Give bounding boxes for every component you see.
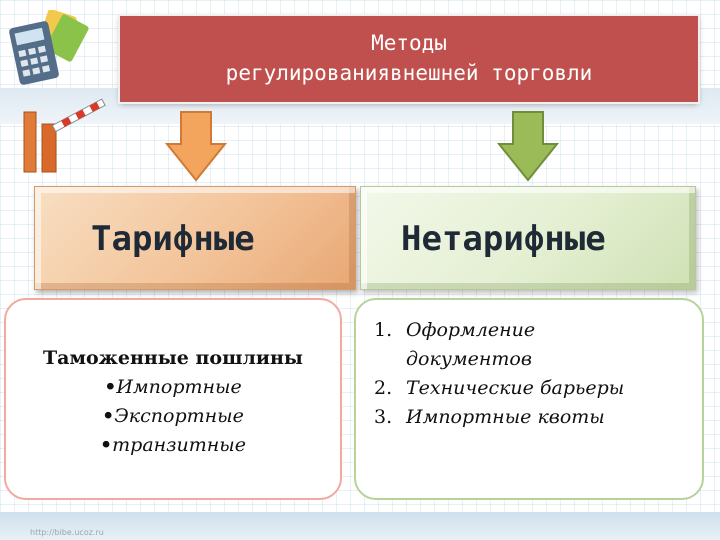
calculator-icon [9, 10, 89, 85]
title-box: Методы регулированиявнешней торговли [120, 16, 698, 102]
list-item-text: Импортные квоты [406, 406, 605, 428]
list-item-text: Технические барьеры [406, 377, 625, 399]
nontariff-category-box: Нетарифные [360, 186, 696, 290]
list-item-text: Оформление документов [406, 316, 535, 374]
arrow-down-icon [497, 111, 559, 182]
bullet: • [99, 434, 113, 456]
bullet: • [102, 405, 115, 427]
bottom-band [0, 512, 720, 540]
barrier-gate-icon [23, 98, 106, 173]
title-line-2: регулированиявнешней торговли [225, 61, 593, 85]
list-item-text: Импортные [116, 376, 242, 398]
nontariff-details-box: 1. Оформление документов 2. Технические … [354, 298, 704, 500]
footer-url: http://bibe.ucoz.ru [30, 528, 104, 537]
list-item: •Импортные [6, 373, 340, 402]
bullet: • [104, 376, 117, 398]
list-item: •транзитные [6, 431, 340, 460]
list-item-text: Экспортные [114, 405, 244, 427]
list-item-line: документов [406, 348, 532, 370]
tariff-category-label: Тарифные [91, 219, 255, 259]
list-item: 1. Оформление документов [374, 316, 704, 374]
arrow-down-icon [165, 111, 227, 182]
nontariff-details-content: 1. Оформление документов 2. Технические … [374, 316, 704, 432]
tariff-category-box: Тарифные [34, 186, 356, 290]
list-item: 2. Технические барьеры [374, 374, 704, 403]
list-number: 2. [374, 377, 393, 399]
customs-duties-heading: Таможенные пошлины [43, 347, 303, 369]
list-item: 3. Импортные квоты [374, 403, 704, 432]
tariff-details-content: Таможенные пошлины •Импортные •Экспортны… [6, 344, 340, 460]
list-item: •Экспортные [6, 402, 340, 431]
tariff-details-box: Таможенные пошлины •Импортные •Экспортны… [4, 298, 342, 500]
list-number: 3. [374, 406, 393, 428]
list-number: 1. [374, 319, 393, 341]
title-line-1: Методы [371, 31, 447, 55]
list-item-text: транзитные [112, 434, 247, 456]
nontariff-category-label: Нетарифные [401, 219, 606, 259]
list-item-line: Оформление [406, 319, 536, 341]
